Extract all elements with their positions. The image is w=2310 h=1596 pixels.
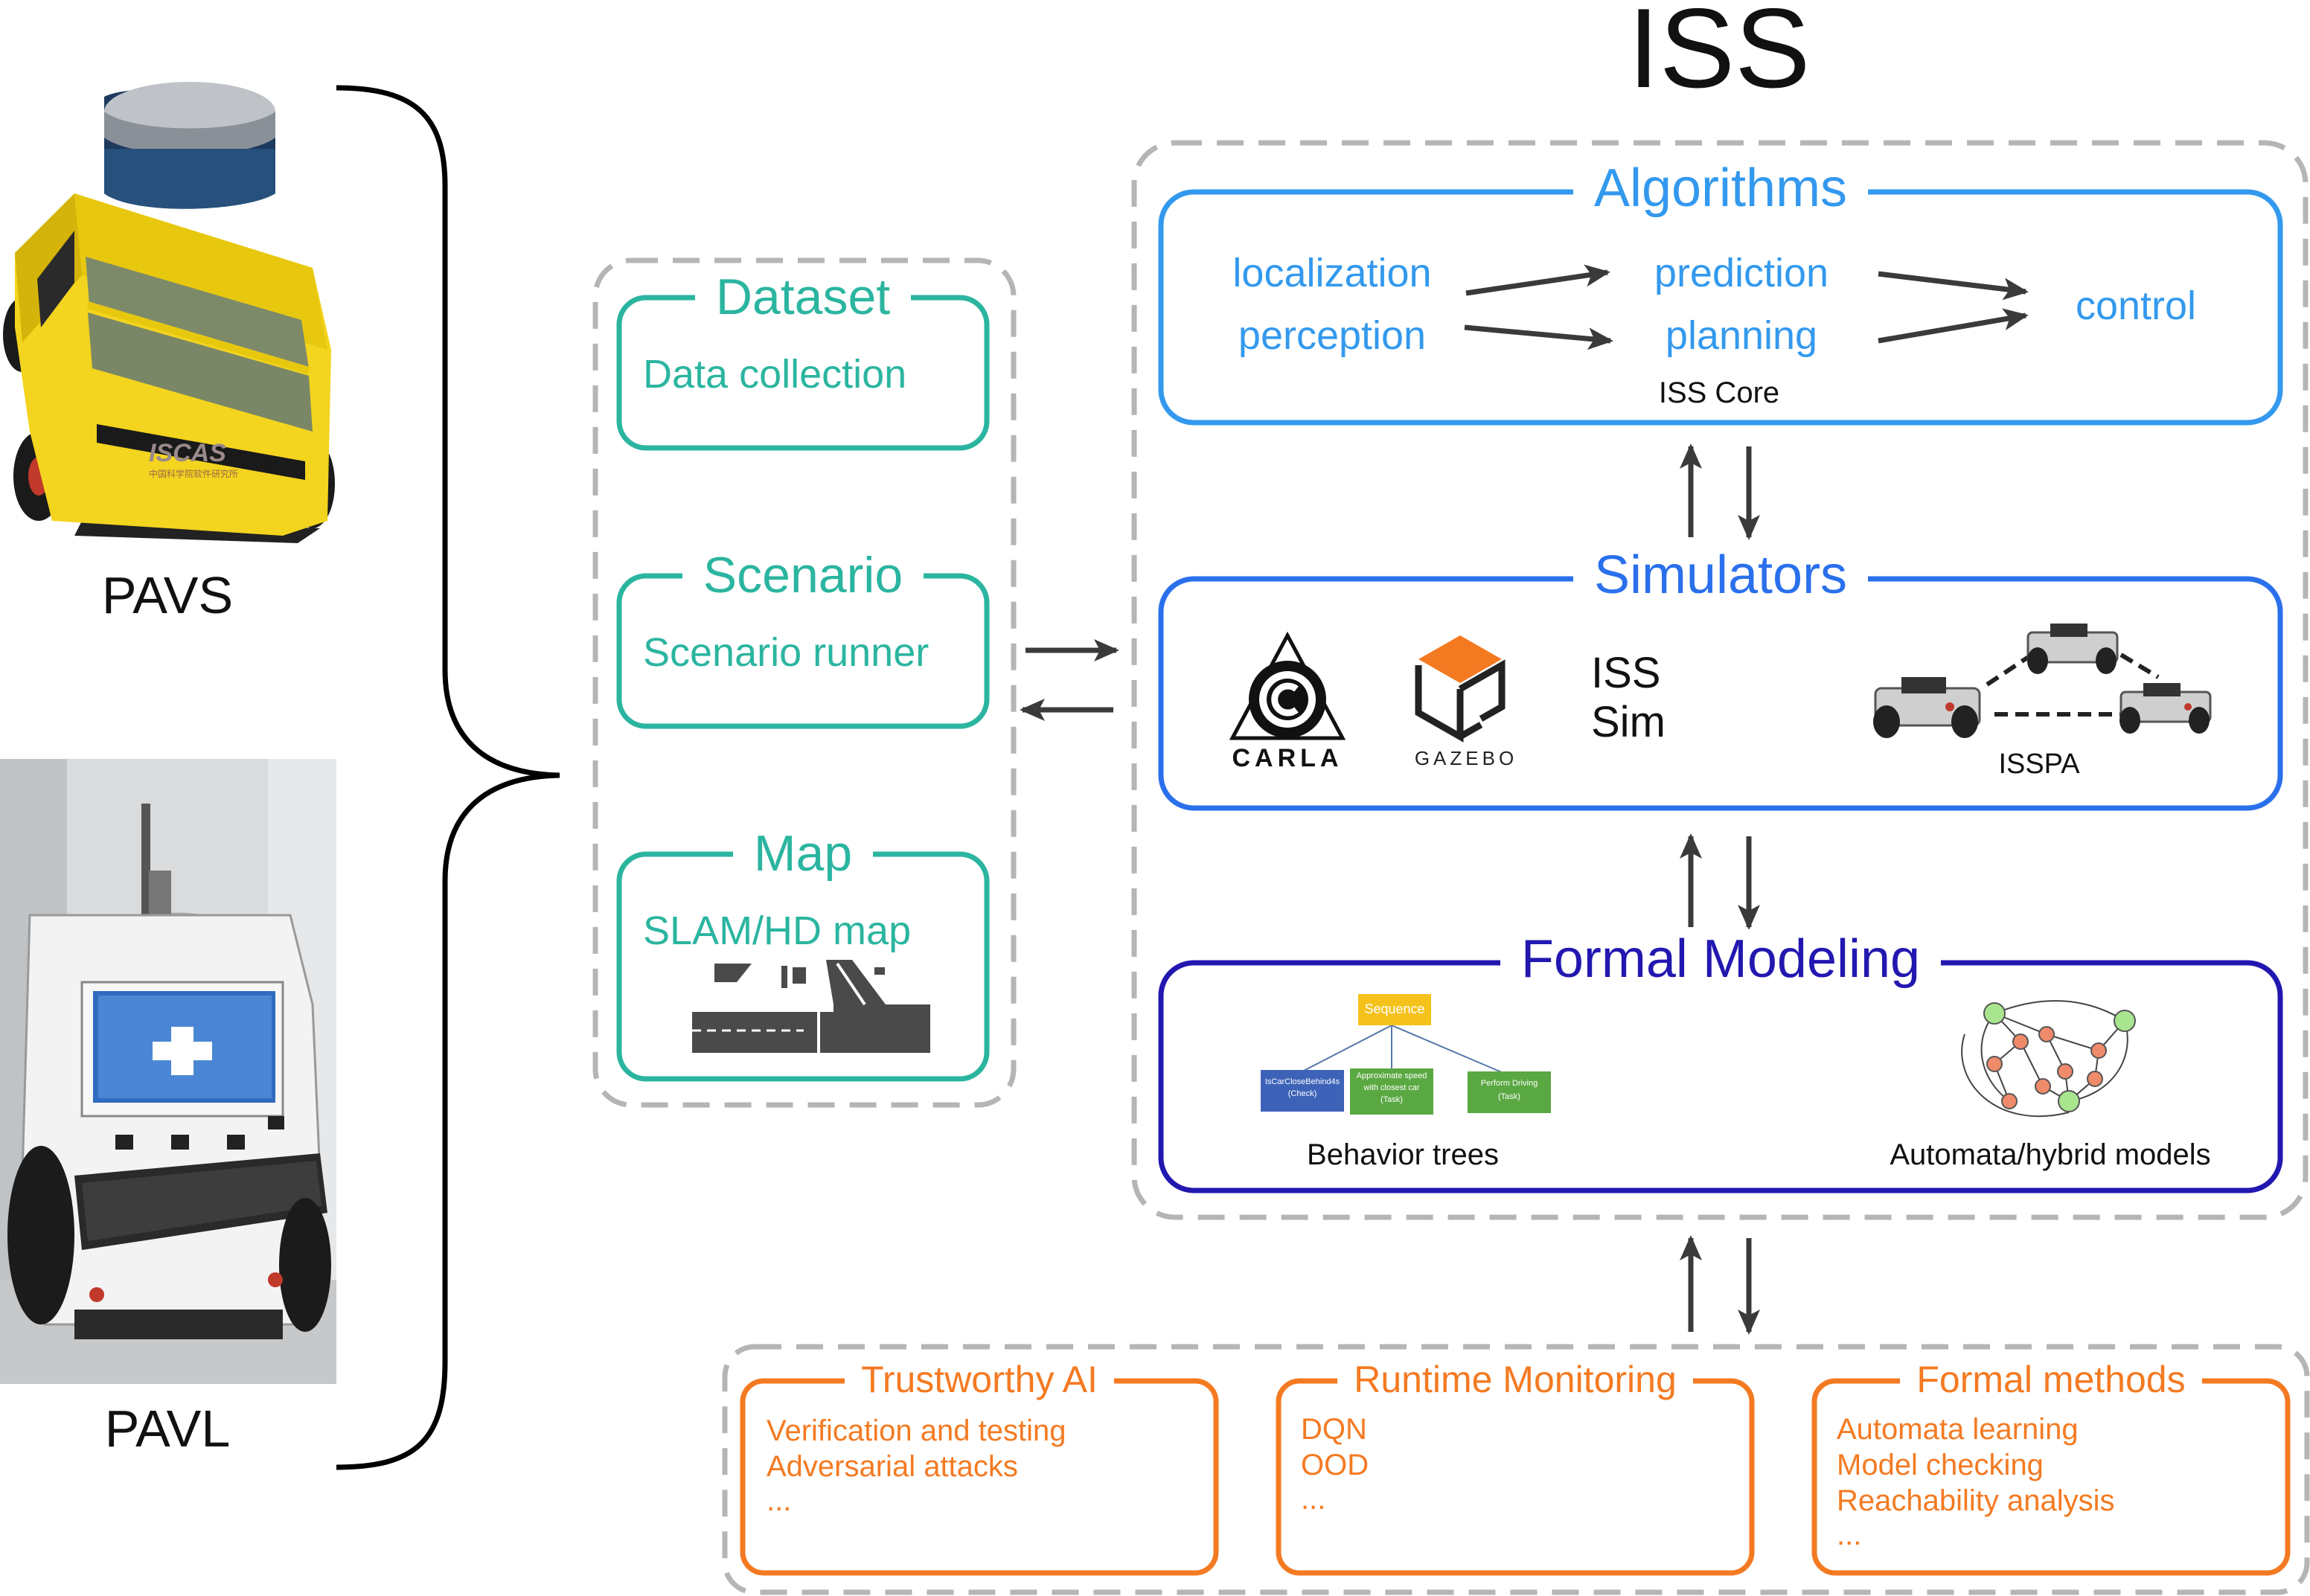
bt-approach-text-1: Approximate speed xyxy=(1356,1071,1427,1080)
pavs-logo: ISCAS xyxy=(149,439,226,467)
trustworthy-ai-item-3: ... xyxy=(767,1484,792,1517)
isspa-robot-1 xyxy=(1873,677,1981,738)
automata-diagram xyxy=(1961,1000,2136,1118)
algo-prediction: prediction xyxy=(1654,251,1829,295)
algo-perception: perception xyxy=(1238,313,1427,358)
isspa-robots-image xyxy=(1873,624,2212,738)
pavl-robot-image xyxy=(0,759,336,1384)
behavior-tree-diagram xyxy=(1261,994,1551,1115)
gazebo-label: GAZEBO xyxy=(1414,747,1518,769)
behavior-trees-label: Behavior trees xyxy=(1307,1138,1499,1171)
curly-brace xyxy=(336,85,560,1470)
bt-approach-text-3: (Task) xyxy=(1380,1095,1403,1104)
bt-check-node xyxy=(1261,1070,1344,1112)
formal-methods-item-4: ... xyxy=(1837,1519,1862,1551)
algo-control: control xyxy=(2075,283,2197,328)
page-title: ISS xyxy=(1628,0,1811,112)
bt-sequence-node xyxy=(1358,994,1431,1025)
data-iss-arrows xyxy=(1020,639,1119,721)
algo-planning: planning xyxy=(1665,313,1818,358)
trustworthy-ai-item-1: Verification and testing xyxy=(767,1414,1066,1447)
formal-methods-item-1: Automata learning xyxy=(1837,1413,2079,1446)
isspa-label: ISSPA xyxy=(1998,749,2080,780)
isspa-robot-3 xyxy=(2119,683,2212,734)
bt-check-text-2: (Check) xyxy=(1287,1089,1317,1098)
trustworthy-ai-title: Trustworthy AI xyxy=(845,1359,1114,1400)
pavs-logo-subtext: 中国科学院软件研究所 xyxy=(149,469,239,479)
scenario-item: Scenario runner xyxy=(643,630,930,675)
data-group-frame xyxy=(592,257,1017,1108)
iss-sim-line1: ISS xyxy=(1591,649,1661,697)
pavs-label: PAVS xyxy=(101,566,234,624)
map-item: SLAM/HD map xyxy=(643,908,912,953)
pavl-label: PAVL xyxy=(104,1400,231,1458)
scenario-title: Scenario xyxy=(682,547,924,603)
carla-label: CARLA xyxy=(1232,744,1343,772)
runtime-monitoring-item-2: OOD xyxy=(1301,1449,1369,1481)
iss-sim-line2: Sim xyxy=(1591,698,1666,746)
dataset-item: Data collection xyxy=(643,352,907,397)
iss-group-frame xyxy=(1131,140,2309,1220)
bt-perform-text-1: Perform Driving xyxy=(1480,1079,1538,1088)
runtime-monitoring-item-1: DQN xyxy=(1301,1413,1367,1446)
pipeline-arrows xyxy=(1464,264,2029,350)
simulators-title: Simulators xyxy=(1572,545,1869,605)
carla-logo-icon xyxy=(1229,631,1346,740)
applications-group-frame xyxy=(722,1344,2310,1595)
formal-methods-title: Formal methods xyxy=(1900,1359,2202,1400)
bt-sequence-text: Sequence xyxy=(1364,1001,1425,1016)
map-title: Map xyxy=(732,825,874,882)
iss-core-label: ISS Core xyxy=(1658,376,1780,409)
vertical-arrows xyxy=(1680,443,1760,1335)
dataset-title: Dataset xyxy=(694,269,912,325)
bt-approach-node xyxy=(1350,1068,1433,1115)
trustworthy-ai-item-2: Adversarial attacks xyxy=(767,1450,1018,1483)
pavs-robot-image xyxy=(3,82,335,543)
algo-localization: localization xyxy=(1232,251,1432,295)
runtime-monitoring-item-3: ... xyxy=(1301,1483,1326,1516)
bt-perform-node xyxy=(1468,1071,1551,1113)
formal-methods-item-2: Model checking xyxy=(1837,1449,2044,1481)
bt-check-text-1: IsCarCloseBehind4s xyxy=(1264,1077,1340,1086)
bt-approach-text-2: with closest car xyxy=(1363,1083,1420,1092)
gazebo-logo-icon xyxy=(1415,635,1506,743)
runtime-monitoring-title: Runtime Monitoring xyxy=(1337,1359,1693,1400)
automata-label: Automata/hybrid models xyxy=(1890,1138,2211,1171)
formal-methods-item-3: Reachability analysis xyxy=(1837,1484,2115,1517)
hd-map-image xyxy=(692,960,930,1053)
isspa-robot-2 xyxy=(2026,624,2119,674)
bt-perform-text-2: (Task) xyxy=(1498,1092,1520,1101)
formal-modeling-title: Formal Modeling xyxy=(1500,929,1942,989)
algorithms-title: Algorithms xyxy=(1572,158,1869,218)
